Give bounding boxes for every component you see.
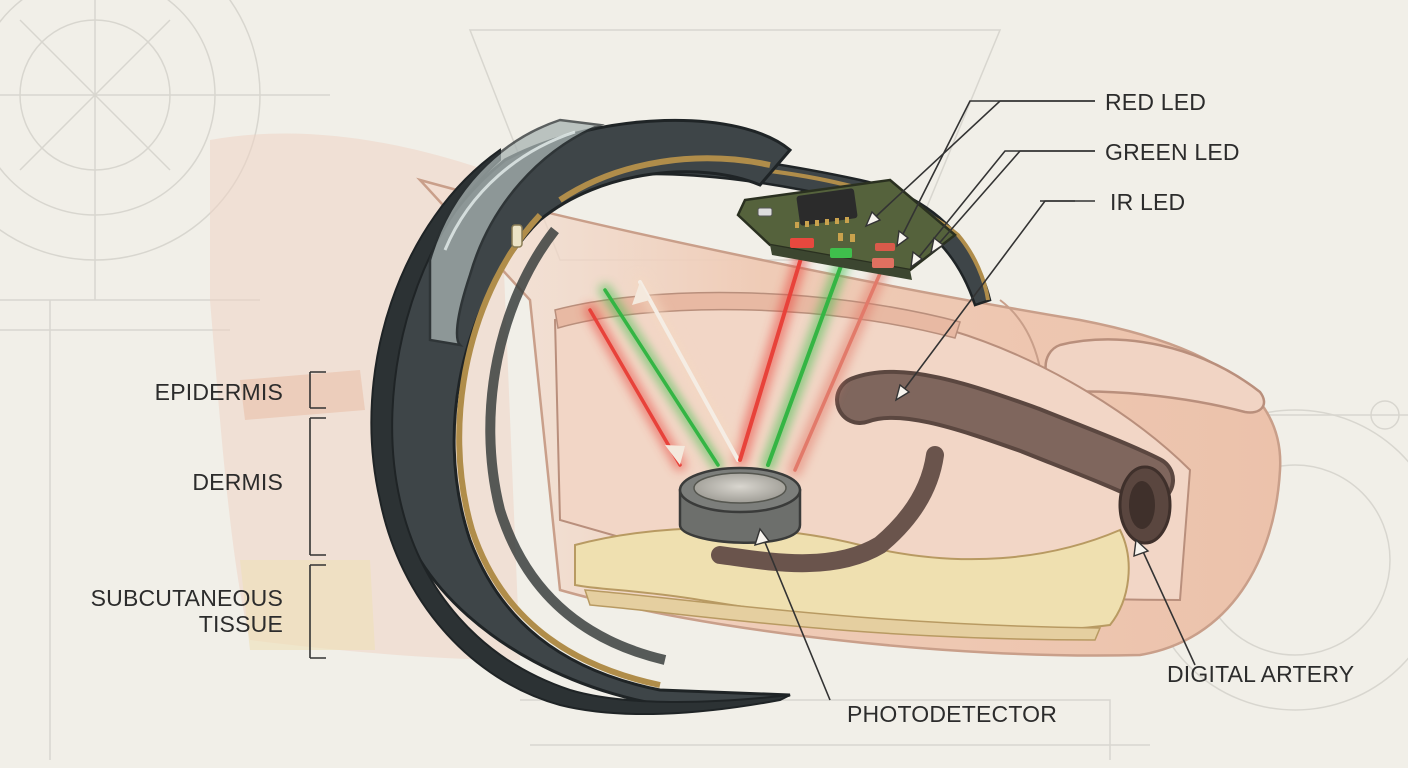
light-beams <box>584 238 892 477</box>
label-green-led: GREEN LED <box>1105 139 1240 165</box>
label-subcutaneous-line1: SUBCUTANEOUS <box>91 585 283 611</box>
arrowheads <box>753 210 1150 558</box>
photodetector <box>678 466 802 544</box>
label-subcutaneous-line2: TISSUE <box>199 611 283 637</box>
label-digital-artery: DIGITAL ARTERY <box>1167 661 1354 687</box>
labels: RED LED GREEN LED IR LED EPIDERMIS DERMI… <box>91 89 1354 727</box>
label-dermis: DERMIS <box>192 469 283 495</box>
label-photodetector: PHOTODETECTOR <box>847 701 1057 727</box>
label-red-led: RED LED <box>1105 89 1206 115</box>
leader-lines <box>309 100 1196 701</box>
led-pcb-module <box>736 178 957 280</box>
label-epidermis: EPIDERMIS <box>155 379 283 405</box>
label-ir-led: IR LED <box>1110 189 1185 215</box>
